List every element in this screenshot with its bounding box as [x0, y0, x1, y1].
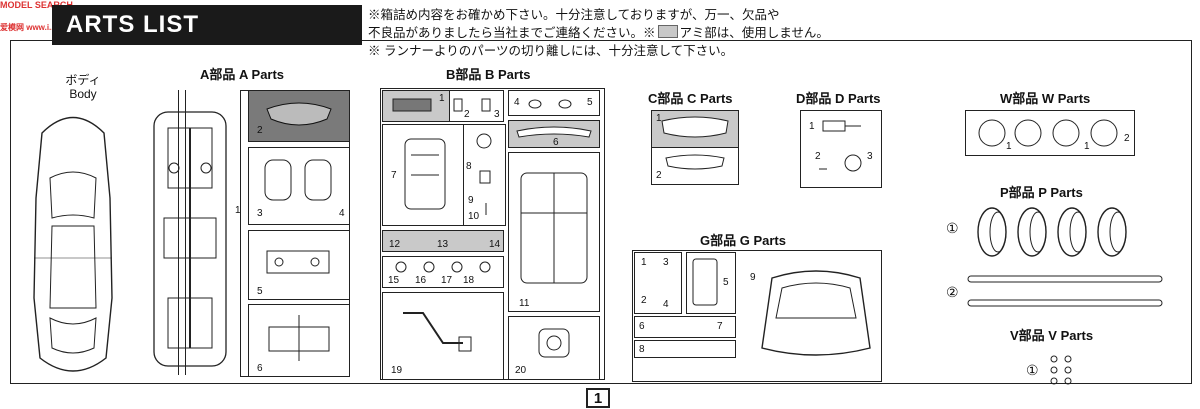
b-part-7-cell: 7 — [382, 124, 464, 226]
b-part-1-cell: 1 — [382, 90, 450, 122]
g-part-number-9: 9 — [750, 272, 756, 283]
d-parts-header: D部品 D Parts — [796, 91, 881, 106]
note-line-2: 不良品がありましたら当社までご連絡ください。※アミ部は、使用しません。 — [368, 25, 829, 40]
a-part-6-cell: 6 — [248, 304, 350, 377]
b-part-15-18-cell: 15 16 17 18 — [382, 256, 504, 288]
g-part-1-4-cell: 1 3 2 4 — [634, 252, 682, 314]
g-runner-frame — [632, 250, 882, 382]
body-drawing — [33, 116, 113, 372]
d-parts-cell: 1 2 3 — [800, 110, 882, 188]
b-part-12-14-cell: 12 13 14 — [382, 230, 504, 252]
a-runner-left — [178, 90, 186, 375]
v-parts-header: V部品 V Parts — [1010, 328, 1094, 343]
a-part-number: 1 — [235, 205, 241, 216]
parts-list-frame — [10, 40, 1192, 384]
note-line-1: ※箱詰め内容をお確かめ下さい。十分注意しておりますが、万一、欠品や — [368, 8, 780, 22]
b-part-11-cell: 11 — [508, 152, 600, 312]
c-part-2-cell: 2 — [651, 147, 739, 185]
a-parts-header: A部品 A Parts — [200, 67, 285, 82]
p-parts-header: P部品 P Parts — [1000, 185, 1083, 200]
page-number: 1 — [586, 388, 610, 408]
b-part-6-cell: 6 — [508, 120, 600, 148]
g-parts-header: G部品 G Parts — [700, 233, 786, 248]
p-circled-2: ② — [946, 284, 959, 300]
b-part-4-5-cell: 4 5 — [508, 90, 600, 116]
a-seat-cell: 3 4 — [248, 147, 350, 225]
w-parts-cell: 1 1 2 — [965, 110, 1135, 156]
a-chassis-drawing — [153, 111, 227, 367]
watermark: MODEL SEARCH — [0, 0, 73, 10]
w-parts-header: W部品 W Parts — [1000, 91, 1091, 106]
watermark-url: 爱模网 www.i... — [0, 23, 56, 32]
a-part-2-cell: 2 — [248, 90, 350, 142]
b-parts-header: B部品 B Parts — [446, 67, 531, 82]
g-part-5-cell: 5 — [686, 252, 736, 314]
mesh-swatch — [657, 25, 678, 38]
body-header: ボディ Body — [65, 73, 101, 101]
p-axles-drawing — [967, 275, 1163, 307]
a-part-5-cell: 5 — [248, 230, 350, 300]
c-part-1-cell: 1 — [651, 110, 739, 148]
p-tires-drawing — [977, 207, 1127, 257]
p-circled-1: ① — [946, 220, 959, 236]
b-part-20-cell: 20 — [508, 316, 600, 380]
note-line-3: ※ ランナーよりのパーツの切り離しには、十分注意して下さい。 — [368, 44, 734, 58]
c-parts-header: C部品 C Parts — [648, 91, 733, 106]
b-part-2-3-cell: 2 3 — [450, 90, 504, 122]
b-part-19-cell: 19 — [382, 292, 504, 380]
v-parts-drawing — [1050, 355, 1072, 385]
b-part-8-10-cell: 8 9 10 — [464, 124, 506, 226]
notes: ※箱詰め内容をお確かめ下さい。十分注意しておりますが、万一、欠品や 不良品があり… — [368, 6, 829, 60]
g-part-8-cell: 8 — [634, 340, 736, 358]
v-circled-1: ① — [1026, 362, 1039, 378]
page-title: ARTS LIST — [52, 5, 362, 45]
g-part-6-7-cell: 6 7 — [634, 316, 736, 338]
g-window-drawing — [761, 270, 871, 356]
